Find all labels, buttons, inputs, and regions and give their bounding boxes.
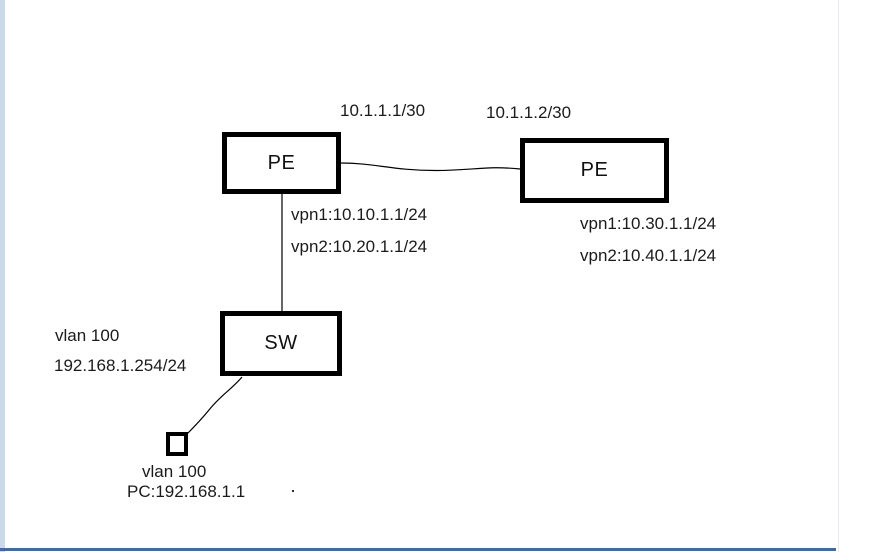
pe-left-vpn1-label: vpn1:10.10.1.1/24 bbox=[291, 205, 428, 224]
switch-node-label: SW bbox=[264, 332, 298, 354]
switch-node[interactable]: SW bbox=[220, 311, 342, 376]
window-bottom-border bbox=[0, 548, 836, 551]
pe-to-pe-link-line[interactable] bbox=[340, 162, 521, 172]
pc-node[interactable] bbox=[166, 432, 188, 456]
pc-ip-label: PC:192.168.1.1 bbox=[127, 482, 246, 501]
pe-right-node[interactable]: PE bbox=[520, 138, 669, 203]
pe-left-vpn2-label: vpn2:10.20.1.1/24 bbox=[291, 237, 428, 256]
pe-right-node-label: PE bbox=[580, 159, 609, 181]
switch-ip-label: 192.168.1.254/24 bbox=[54, 356, 187, 375]
page-edge-line bbox=[838, 0, 839, 552]
link-ip-left-label: 10.1.1.1/30 bbox=[340, 101, 426, 120]
pe-left-node[interactable]: PE bbox=[222, 132, 341, 194]
pe-right-vpn2-label: vpn2:10.40.1.1/24 bbox=[580, 246, 717, 265]
pc-vlan-label: vlan 100 bbox=[142, 462, 207, 481]
stray-dot bbox=[292, 490, 294, 492]
pe-right-vpn1-label: vpn1:10.30.1.1/24 bbox=[580, 214, 717, 233]
switch-vlan-label: vlan 100 bbox=[55, 326, 120, 345]
sw-to-pc-link-line[interactable] bbox=[186, 376, 243, 435]
left-edge-strip bbox=[0, 0, 5, 552]
pe-left-node-label: PE bbox=[267, 151, 296, 174]
link-ip-right-label: 10.1.1.2/30 bbox=[486, 103, 572, 122]
